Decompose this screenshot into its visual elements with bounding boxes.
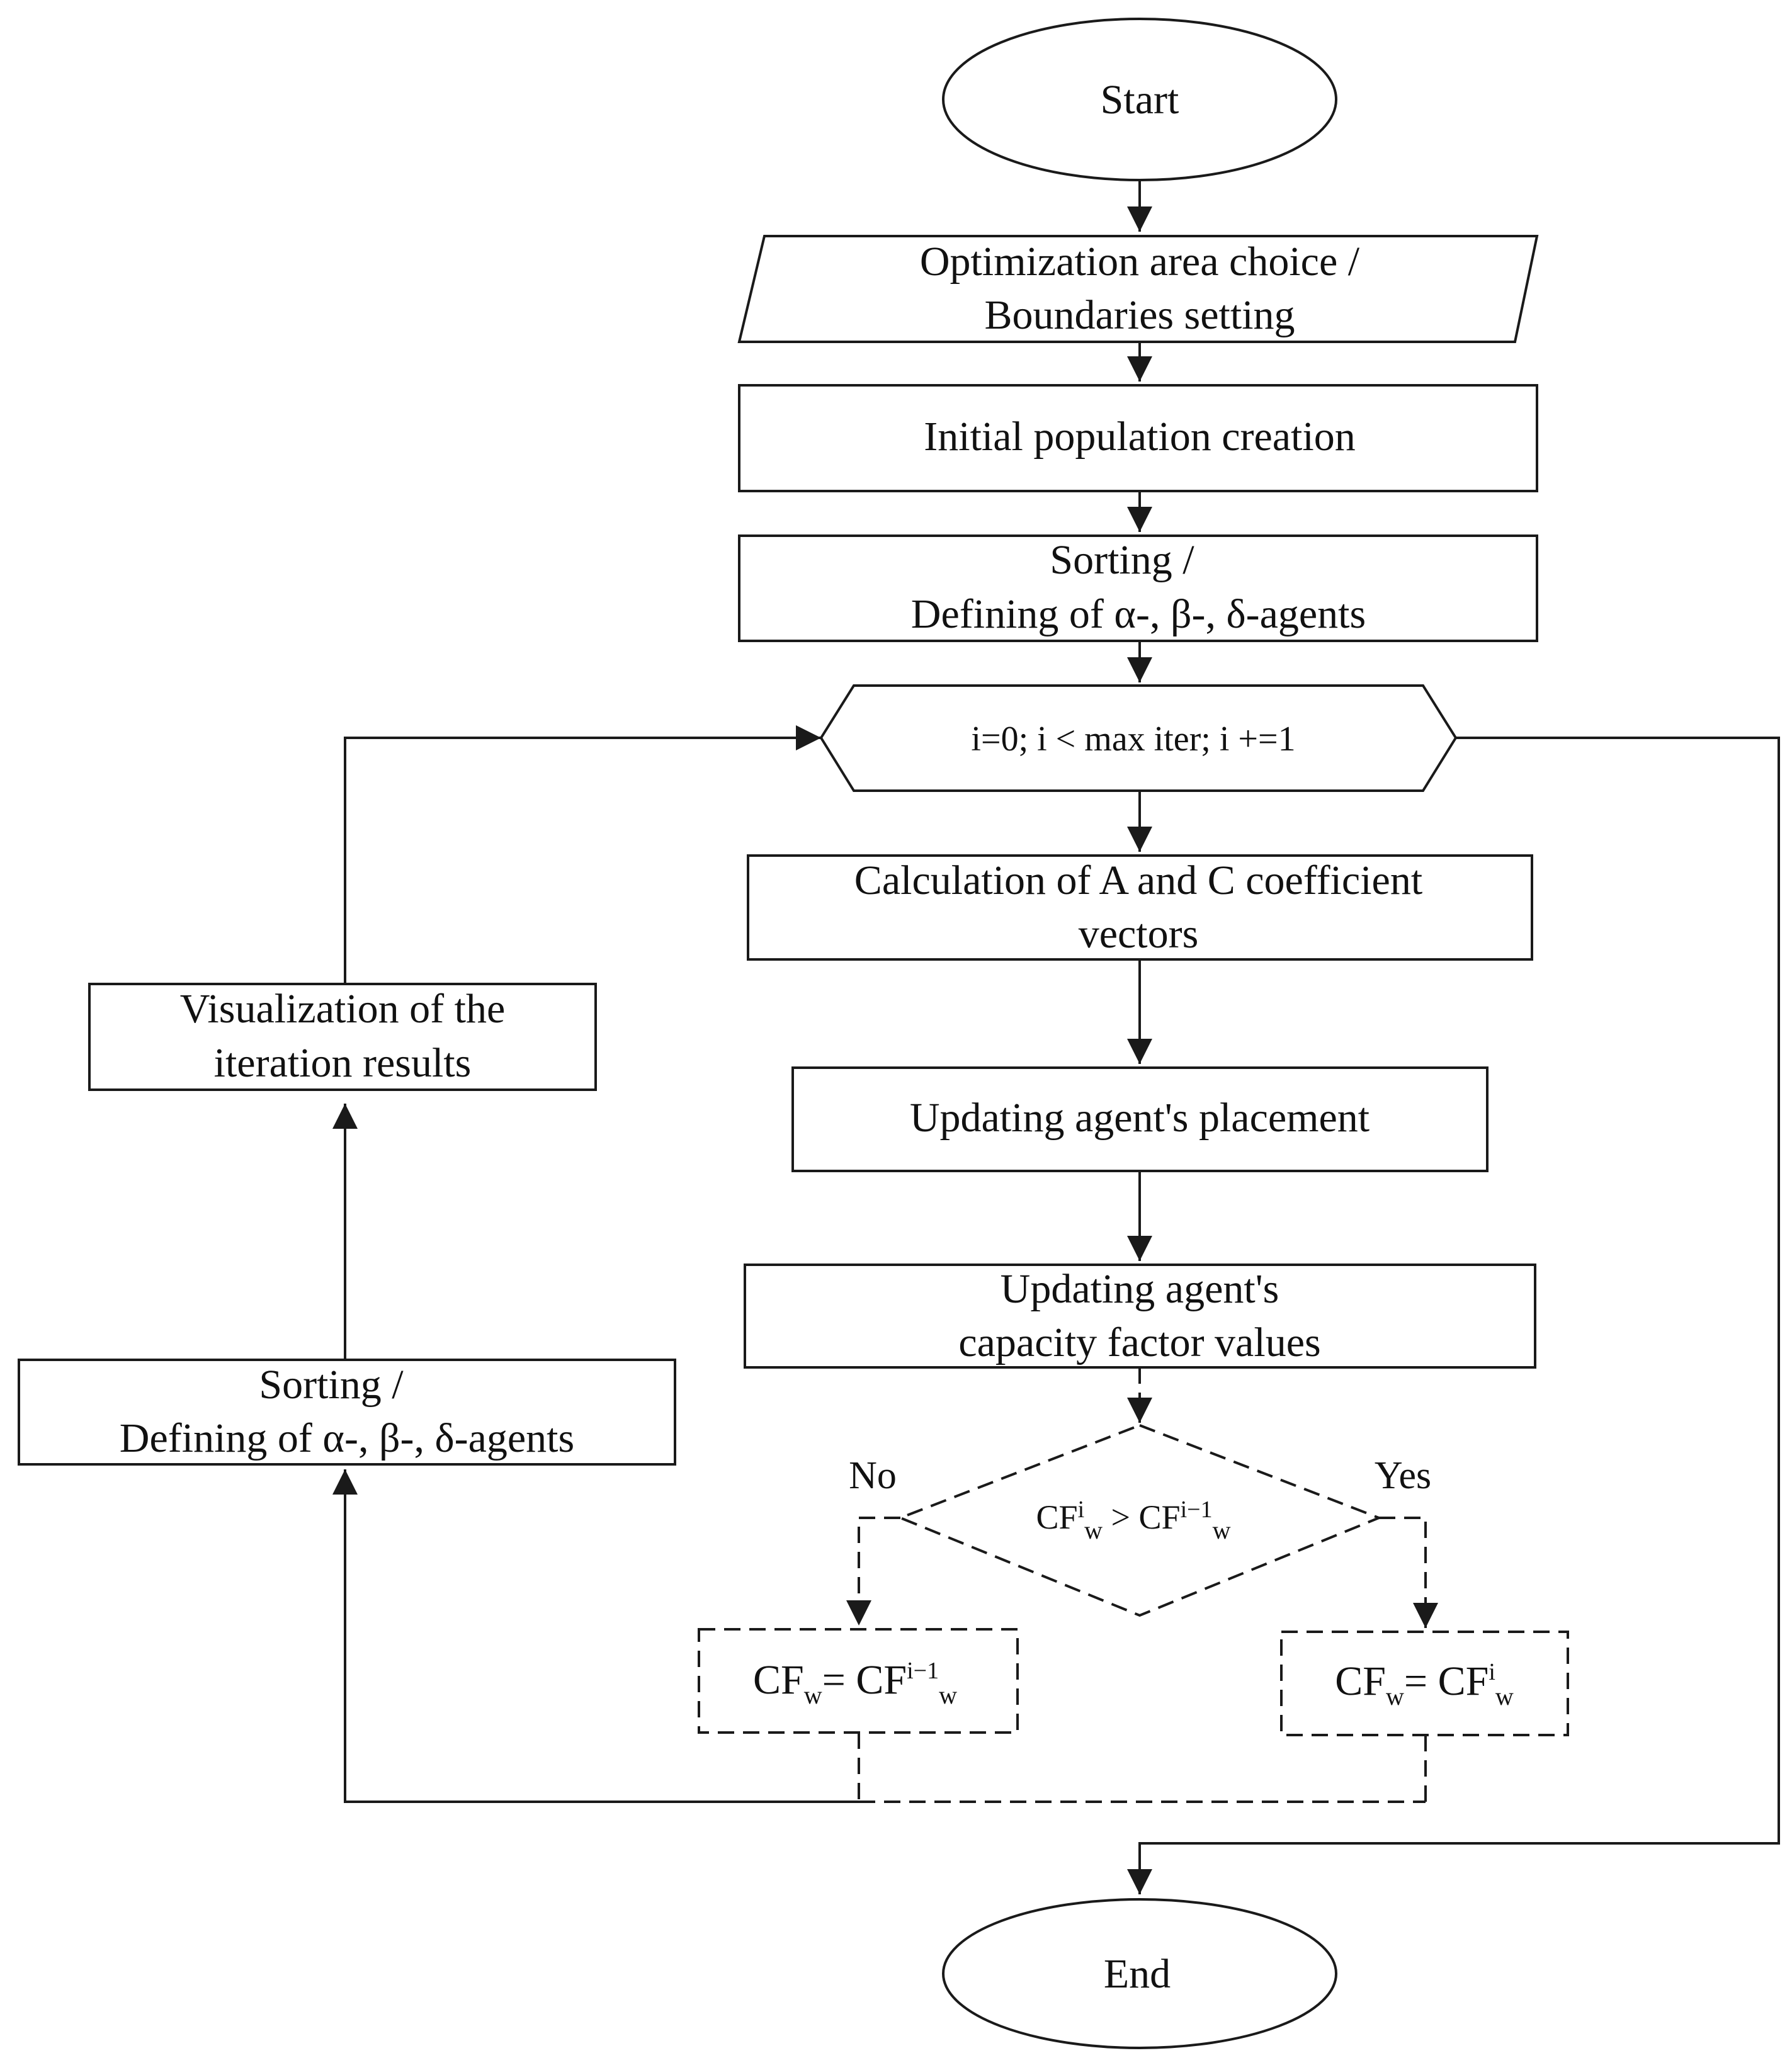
- area-choice-node: Optimization area choice / Boundaries se…: [737, 235, 1539, 343]
- edges: [332, 180, 1780, 1894]
- branch-label-yes: Yes: [1375, 1454, 1431, 1497]
- sorting-node-1: Sorting / Defining of α-, β-, δ-agents: [738, 534, 1538, 642]
- edge-visual-to-loop: [344, 725, 821, 984]
- update-placement-node: Updating agent's placement: [791, 1066, 1489, 1172]
- no-assign-label: CFw= CFi−1w: [753, 1657, 957, 1709]
- update-placement-label: Updating agent's placement: [910, 1095, 1370, 1141]
- start-label: Start: [1101, 77, 1179, 123]
- edge-merge-to-sort2: [332, 1469, 859, 1803]
- sorting-1-label-1: Sorting /: [1050, 537, 1194, 583]
- init-population-node: Initial population creation: [738, 384, 1538, 492]
- visualization-label-1: Visualization of the: [180, 986, 506, 1032]
- branch-label-no: No: [849, 1454, 897, 1497]
- yes-assign-node: CFw= CFiw: [1280, 1631, 1569, 1736]
- loop-label: i=0; i < max iter; i +=1: [971, 720, 1295, 759]
- calc-coefficients-label-2: vectors: [1079, 911, 1199, 957]
- sorting-1-label-2: Defining of α-, β-, δ-agents: [911, 591, 1366, 637]
- area-choice-label-1: Optimization area choice /: [920, 239, 1360, 285]
- init-population-label: Initial population creation: [924, 414, 1355, 460]
- calc-coefficients-label-1: Calculation of A and C coefficient: [854, 857, 1422, 903]
- yes-assign-label: CFw= CFiw: [1335, 1658, 1514, 1710]
- start-node: Start: [942, 18, 1337, 181]
- condition-node: CFiw > CFi−1w: [897, 1423, 1383, 1617]
- end-node: End: [942, 1898, 1337, 2049]
- sorting-2-label-2: Defining of α-, β-, δ-agents: [120, 1415, 574, 1461]
- loop-node: i=0; i < max iter; i +=1: [819, 684, 1458, 792]
- calc-coefficients-node: Calculation of A and C coefficient vecto…: [747, 854, 1533, 961]
- sorting-2-label-1: Sorting /: [259, 1362, 404, 1408]
- edge-loop-exit-to-end: [1127, 737, 1780, 1894]
- edge-cond-yes: [1379, 1517, 1438, 1628]
- update-cf-label-1: Updating agent's: [1001, 1266, 1279, 1312]
- no-assign-node: CFw= CFi−1w: [698, 1628, 1019, 1734]
- end-label: End: [1104, 1951, 1171, 1997]
- condition-label: CFiw > CFi−1w: [1036, 1496, 1231, 1544]
- update-cf-node: Updating agent's capacity factor values: [744, 1264, 1536, 1369]
- visualization-label-2: iteration results: [214, 1040, 472, 1086]
- sorting-node-2: Sorting / Defining of α-, β-, δ-agents: [18, 1359, 676, 1466]
- visualization-node: Visualization of the iteration results: [88, 983, 597, 1091]
- edge-cond-no: [846, 1517, 900, 1625]
- update-cf-label-2: capacity factor values: [958, 1320, 1320, 1365]
- area-choice-label-2: Boundaries setting: [984, 292, 1295, 338]
